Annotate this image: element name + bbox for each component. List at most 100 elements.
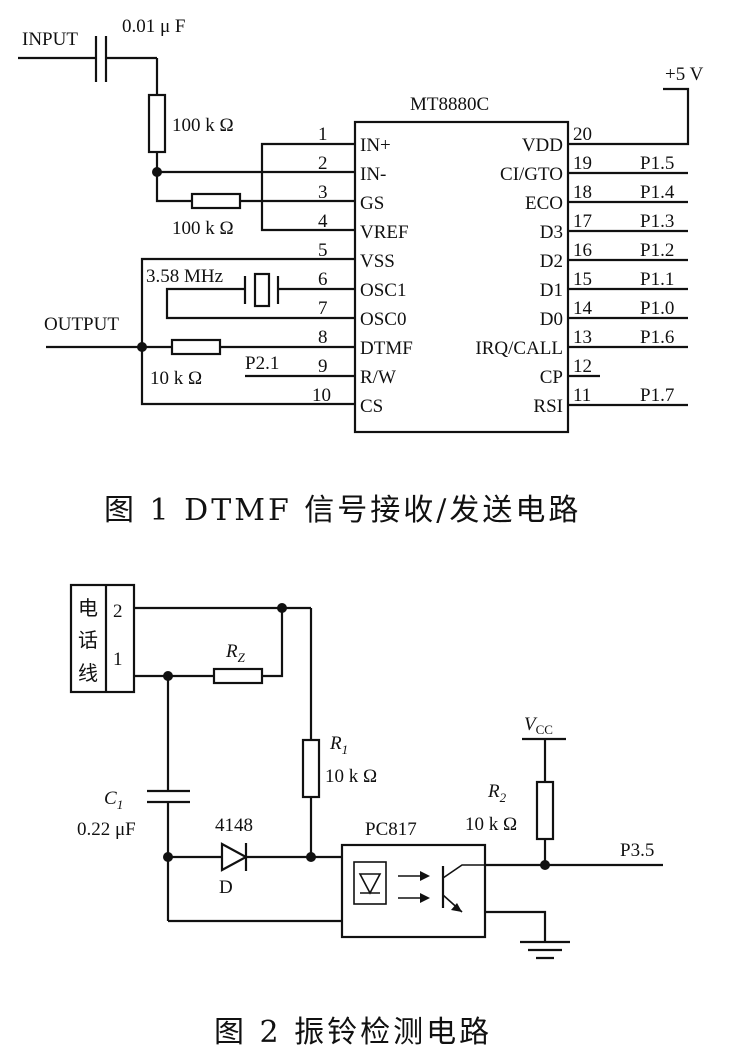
output-label: OUTPUT	[44, 314, 119, 335]
c1-label: C1	[104, 788, 123, 812]
c1-letter: C	[104, 788, 117, 809]
figure-2-caption: 图 2 振铃检测电路	[214, 1015, 492, 1050]
resistor-100k-gs-value: 100 k Ω	[172, 218, 234, 239]
input-capacitor-value: 0.01 μ F	[122, 16, 186, 37]
opto-led-frame	[353, 861, 387, 905]
p21-label: P2.1	[245, 353, 279, 374]
port-label: P1.2	[640, 240, 674, 261]
connector-pin-2: 2	[113, 601, 123, 622]
diode-part: 4148	[215, 815, 253, 836]
chip-right-pin-number: 16	[573, 240, 592, 261]
port-label: P1.4	[640, 182, 675, 203]
chip-right-pin-name: D1	[540, 280, 563, 301]
resistor-rz	[212, 667, 264, 685]
pc817-optocoupler	[340, 843, 487, 939]
figure-2-ring-detect-circuit: 电 话 线 2 1 RZ C1 0.22 μF 4148 D	[69, 583, 663, 1050]
vcc-subscript: CC	[536, 722, 553, 737]
chip-left-pin-name: IN+	[360, 135, 391, 156]
port-label: P1.5	[640, 153, 674, 174]
chip-right-pin-name: CI/GTO	[500, 164, 563, 185]
chip-left-pin-name: CS	[360, 396, 383, 417]
in-plus-vref-wire	[260, 142, 355, 232]
resistor-100k-top	[147, 93, 167, 154]
chip-left-pin-name: GS	[360, 193, 384, 214]
chip-left-pin-number: 8	[318, 327, 328, 348]
chip-left-pin-number: 1	[318, 124, 328, 145]
figure-1-dtmf-circuit: MT8880C 1IN+2IN-3GS4VREF5VSS6OSC17OSC08D…	[18, 16, 704, 528]
chip-right-pin-name: D3	[540, 222, 563, 243]
diode-4148	[220, 842, 249, 872]
chip-left-pins: 1IN+2IN-3GS4VREF5VSS6OSC17OSC08DTMF9R/W1…	[312, 124, 413, 417]
r2-label: R2	[487, 781, 507, 805]
resistor-r1	[301, 738, 321, 799]
chip-right-pin-number: 15	[573, 269, 592, 290]
opto-transistor-collector	[442, 864, 485, 879]
feedback-wire-down	[155, 172, 192, 203]
phone-line-connector	[69, 583, 136, 694]
phone-line-char-1: 电	[78, 596, 98, 620]
chip-left-pin-number: 3	[318, 182, 328, 203]
port-label: P1.1	[640, 269, 674, 290]
chip-right-pin-name: ECO	[525, 193, 563, 214]
phone-line-char-2: 话	[78, 628, 98, 652]
r1-label: R1	[329, 733, 348, 757]
r1-letter: R	[329, 733, 342, 754]
figure-1-caption: 图 1 DTMF 信号接收/发送电路	[104, 493, 581, 528]
input-label: INPUT	[22, 29, 78, 50]
mt8880c-chip	[353, 120, 570, 434]
opto-emitter-arrow	[451, 903, 462, 912]
emitter-ground-wire	[485, 910, 547, 942]
chip-left-pin-name: IN-	[360, 164, 386, 185]
rz-letter: R	[225, 641, 238, 662]
port-p35: P3.5	[620, 840, 654, 861]
phone-line-char-3: 线	[78, 661, 98, 685]
opto-led-icon	[358, 873, 382, 895]
chip-left-pin-name: R/W	[360, 367, 396, 388]
diode-label: D	[219, 877, 233, 898]
chip-left-pin-number: 2	[318, 153, 328, 174]
chip-right-pin-number: 11	[573, 385, 591, 406]
chip-right-pin-number: 19	[573, 153, 592, 174]
junction-output	[137, 342, 147, 352]
chip-left-pin-name: VSS	[360, 251, 395, 272]
chip-left-pin-number: 9	[318, 356, 328, 377]
rz-to-pin2-wire	[262, 608, 284, 678]
chip-left-pin-number: 7	[318, 298, 328, 319]
r2-value: 10 k Ω	[465, 814, 517, 835]
chip-left-pin-number: 10	[312, 385, 331, 406]
chip-right-pin-name: D2	[540, 251, 563, 272]
chip-right-pin-number: 17	[573, 211, 592, 232]
opto-arrowhead-1	[420, 871, 430, 881]
port-label: P1.0	[640, 298, 674, 319]
chip-right-pin-number: 14	[573, 298, 593, 319]
vss-frame-wire	[140, 257, 355, 406]
resistor-100k-gs	[190, 192, 242, 210]
r2-letter: R	[487, 781, 500, 802]
chip-left-pin-name: VREF	[360, 222, 409, 243]
chip-left-pin-number: 5	[318, 240, 328, 261]
chip-right-pin-name: IRQ/CALL	[475, 338, 563, 359]
r1-subscript: 1	[342, 742, 349, 757]
port-label: P1.3	[640, 211, 674, 232]
resistor-10k-output-value: 10 k Ω	[150, 368, 202, 389]
rz-label: RZ	[225, 641, 246, 665]
connector-pin-1: 1	[113, 649, 123, 670]
resistor-100k-top-value: 100 k Ω	[172, 115, 234, 136]
resistor-10k-output	[170, 338, 222, 356]
port-label: P1.7	[640, 385, 674, 406]
r2-subscript: 2	[500, 790, 507, 805]
osc0-wire	[165, 287, 355, 320]
chip-left-pin-name: DTMF	[360, 338, 413, 359]
chip-left-pin-name: OSC0	[360, 309, 406, 330]
c1-subscript: 1	[117, 797, 124, 812]
chip-right-pin-name: D0	[540, 309, 563, 330]
chip-name: MT8880C	[410, 94, 489, 115]
chip-right-pin-number: 12	[573, 356, 592, 377]
r1-value: 10 k Ω	[325, 766, 377, 787]
c1-value: 0.22 μF	[77, 819, 136, 840]
chip-left-pin-number: 6	[318, 269, 328, 290]
vcc-label-fig2: VCC	[524, 714, 553, 737]
crystal-body	[253, 272, 271, 308]
port-label: P1.6	[640, 327, 674, 348]
